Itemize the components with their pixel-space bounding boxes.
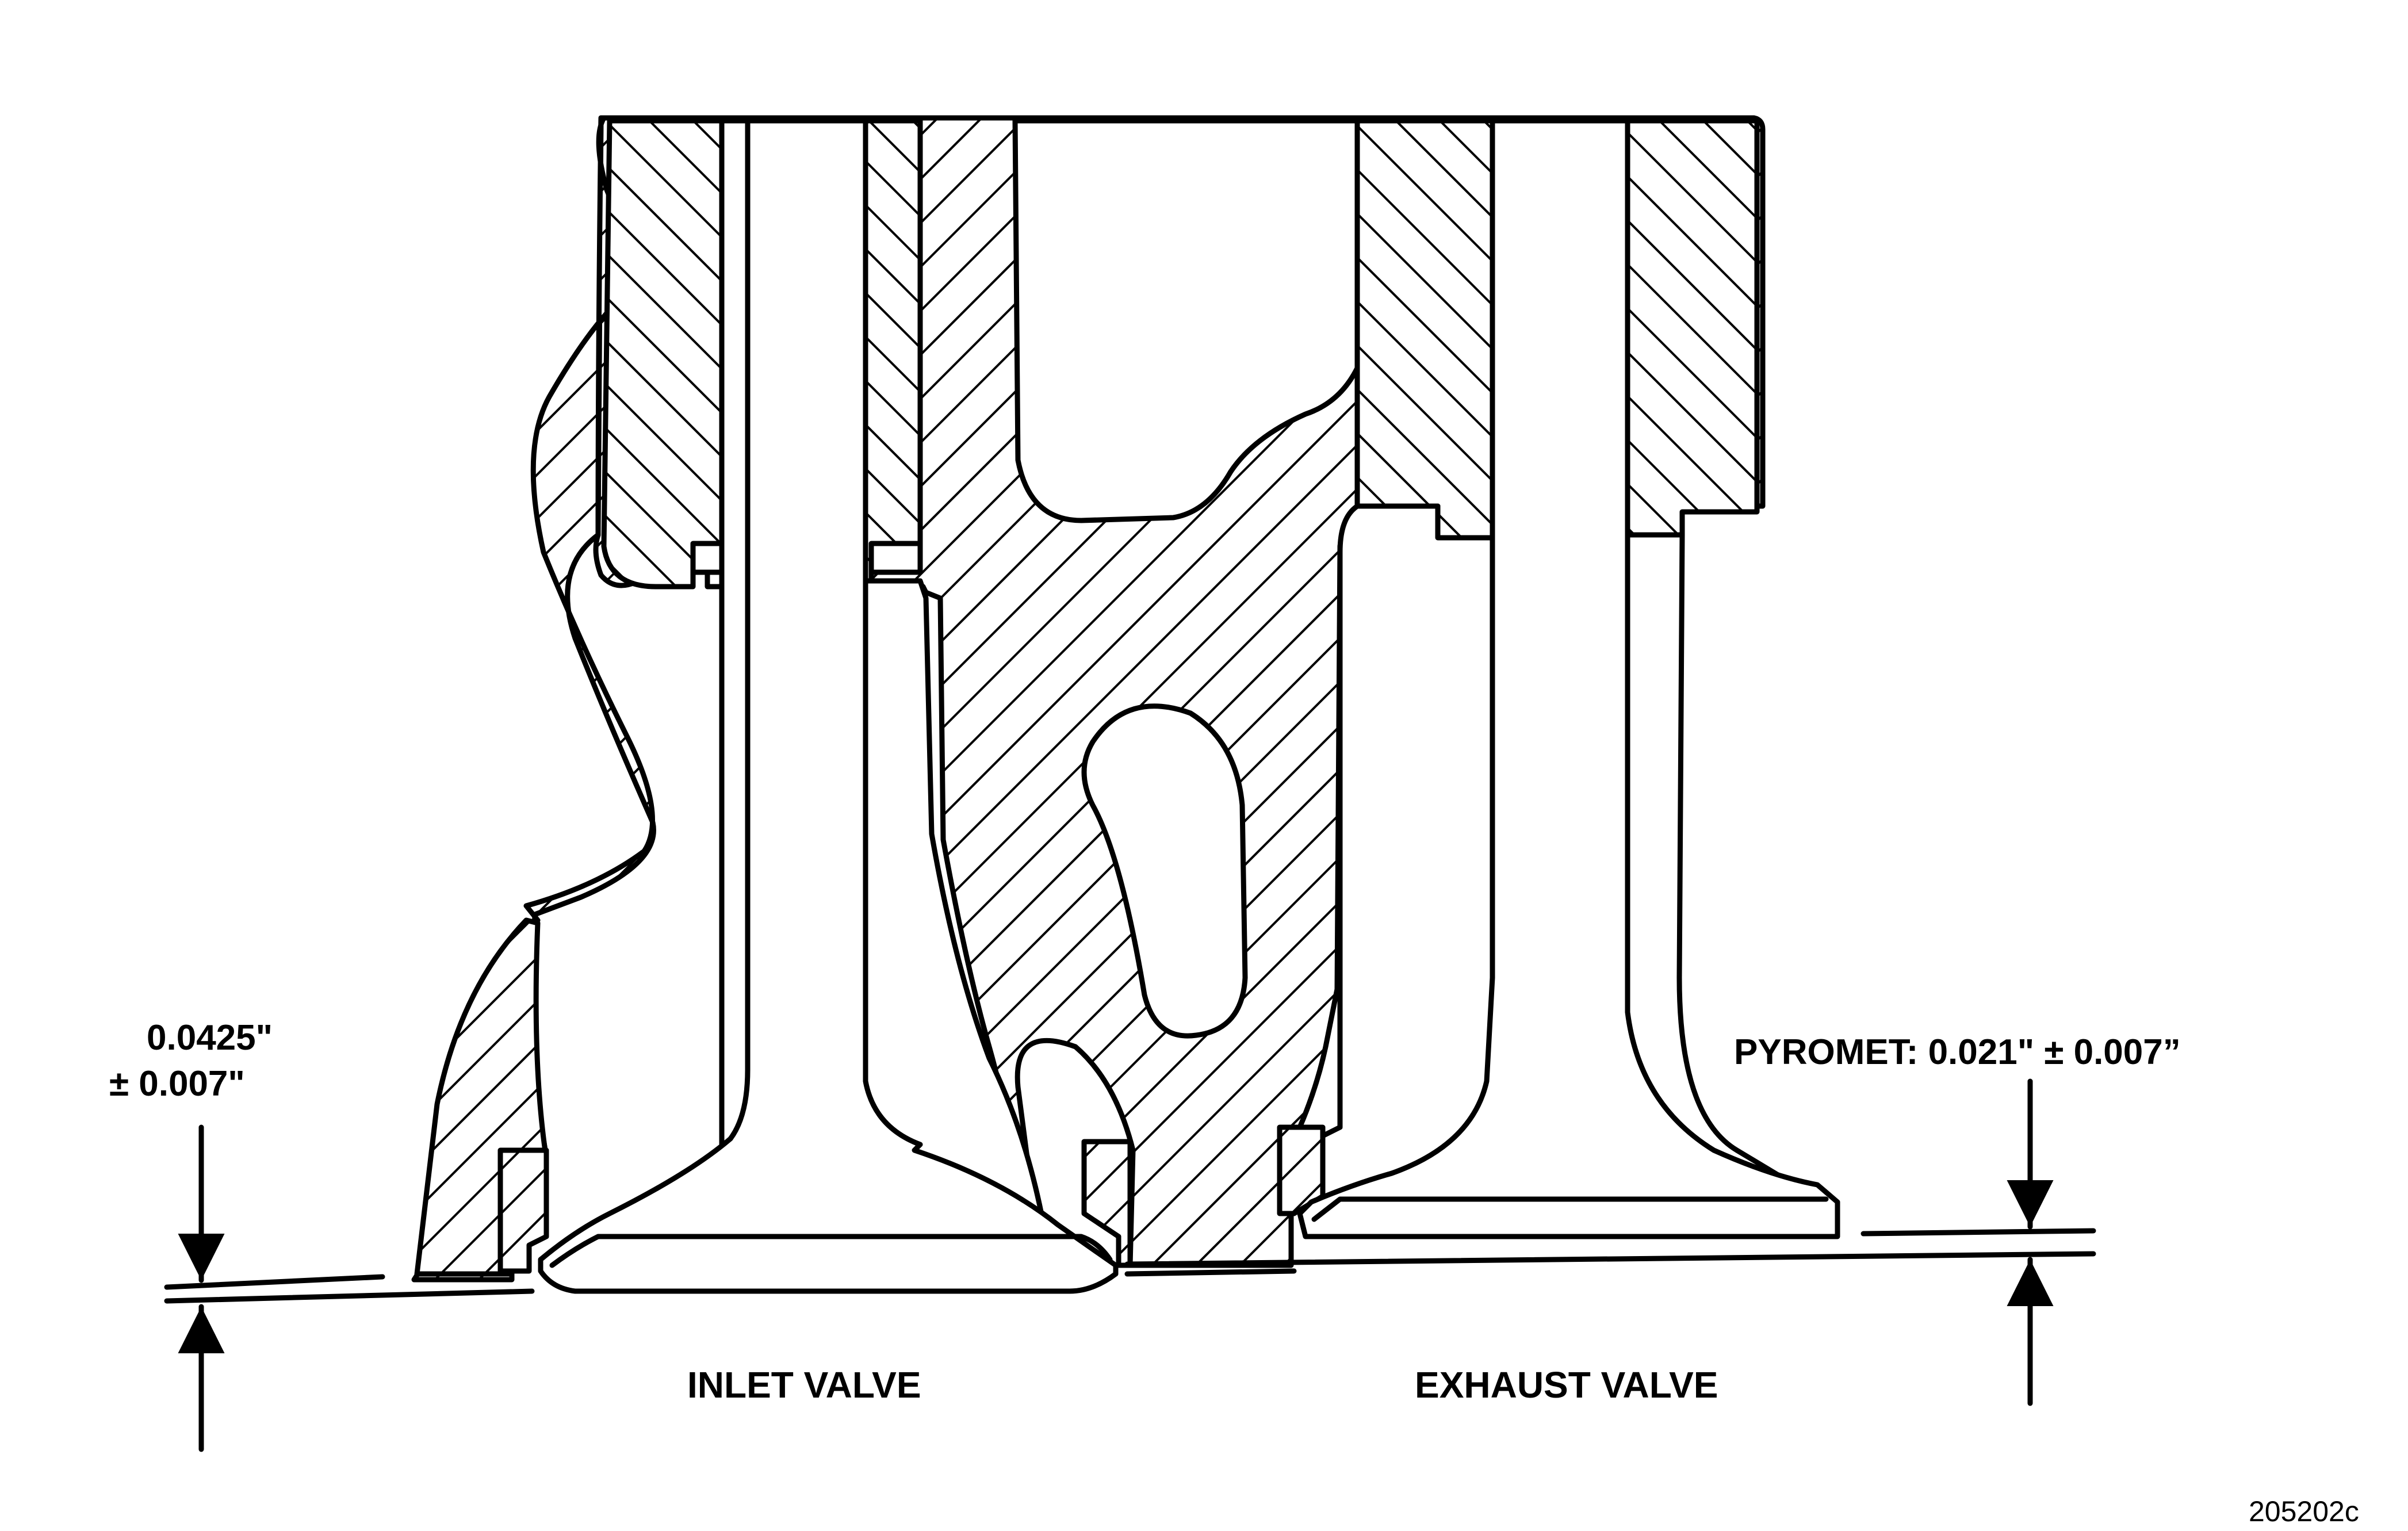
- inlet-seat-right: [1081, 1139, 1133, 1268]
- inlet-valve-guide: [601, 118, 923, 590]
- inlet-gap-value: 0.0425": [147, 1018, 273, 1058]
- deck-lines: [164, 1228, 2096, 1304]
- exhaust-valve-label: EXHAUST VALVE: [1415, 1364, 1718, 1406]
- inlet-valve-label: INLET VALVE: [687, 1364, 921, 1406]
- figure-id: 205202c: [2249, 1495, 2359, 1528]
- inlet-guide-right: [863, 118, 923, 590]
- water-jacket-upper: [1012, 118, 1360, 523]
- exhaust-guide-right: [1625, 118, 1760, 538]
- valve-seat-inserts: [497, 1124, 1326, 1274]
- inlet-valve: [538, 118, 1119, 1294]
- coolant-passage-oval: [1081, 703, 1248, 1039]
- exhaust-guide-left: [1354, 118, 1495, 541]
- exhaust-valve-stem-head: [1297, 118, 1840, 1239]
- inlet-valve-face: [549, 1234, 1113, 1268]
- exhaust-valve: [1297, 118, 1840, 1239]
- exhaust-valve-face: [1311, 1196, 1829, 1222]
- inlet-seat-left: [497, 1147, 549, 1274]
- inlet-valve-stem-head: [538, 118, 1119, 1294]
- exhaust-dimension: PYROMET: 0.021" ± 0.007”: [1734, 1032, 2181, 1406]
- exhaust-gap-label: PYROMET: 0.021" ± 0.007”: [1734, 1032, 2181, 1072]
- inlet-dimension: 0.0425" ± 0.007": [109, 1018, 273, 1452]
- inlet-gap-tolerance: ± 0.007": [109, 1064, 245, 1104]
- inlet-guide-step-right: [868, 541, 923, 575]
